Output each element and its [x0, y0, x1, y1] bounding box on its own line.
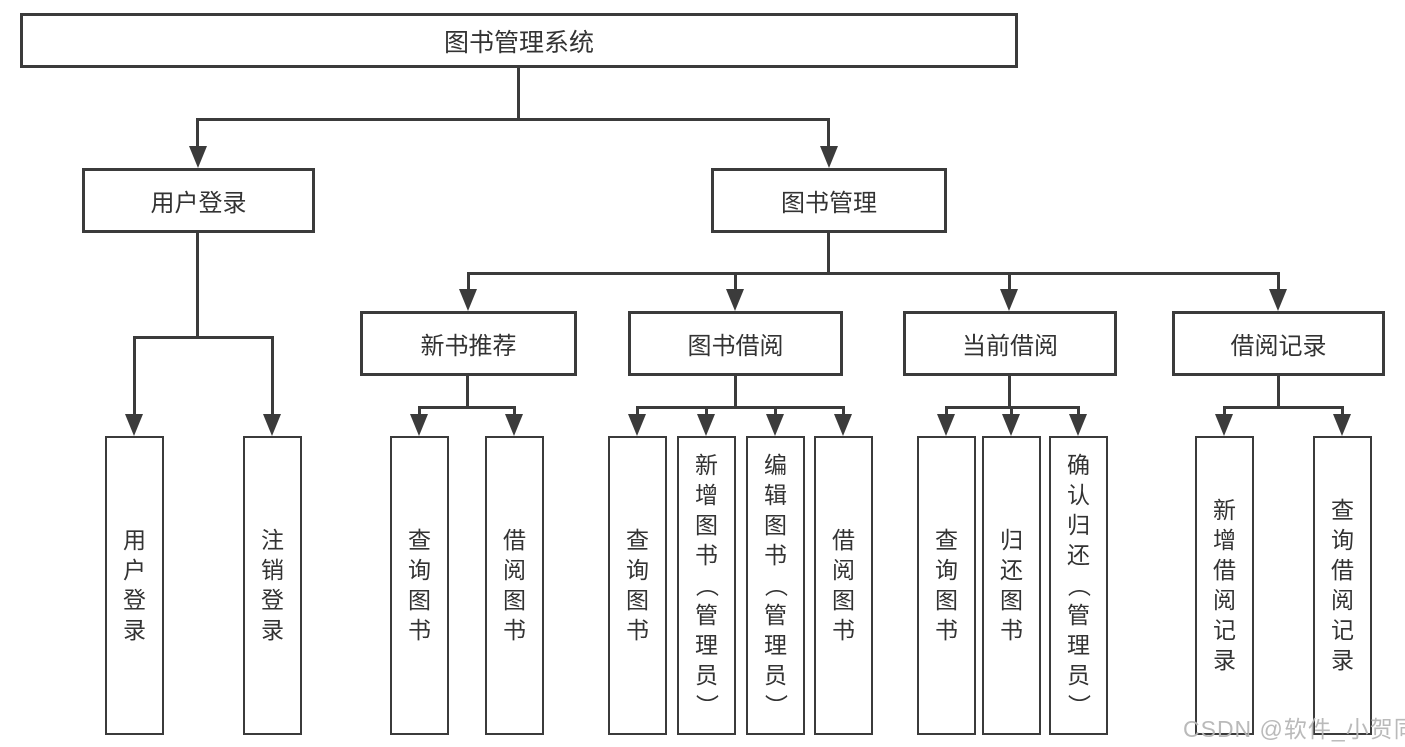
- node-borrowing-records-label: 借阅记录: [1230, 333, 1327, 360]
- node-borrowing-records: 借阅记录: [1172, 311, 1385, 376]
- node-user-login-module: 用户登录: [82, 168, 315, 233]
- connector-current-leaf2-shaft: [1010, 406, 1013, 416]
- arrowhead-recommend-leaf2-icon: [505, 414, 523, 436]
- connector-book-mgmt-bus: [467, 272, 1280, 275]
- leaf-edit-books-admin: 编辑图书（管理员）: [746, 436, 805, 735]
- leaf-logout-label: 注销登录: [261, 527, 284, 643]
- connector-borrowing-leaf3-shaft: [774, 406, 777, 416]
- connector-to-current-shaft: [1008, 272, 1011, 291]
- node-book-borrowing: 图书借阅: [628, 311, 843, 376]
- leaf-user-login-label: 用户登录: [123, 527, 146, 643]
- arrowhead-current-leaf2-icon: [1002, 414, 1020, 436]
- connector-records-leaf2-shaft: [1341, 406, 1344, 416]
- leaf-query-borrow-record: 查询借阅记录: [1313, 436, 1372, 735]
- connector-user-login-bus: [133, 336, 273, 339]
- connector-current-stem: [1008, 376, 1011, 406]
- node-current-borrowing-label: 当前借阅: [962, 333, 1058, 360]
- arrowhead-borrowing-leaf4-icon: [834, 414, 852, 436]
- leaf-confirm-return-admin: 确认归还（管理员）: [1049, 436, 1108, 735]
- leaf-query-books-current-label: 查询图书: [935, 527, 958, 643]
- leaf-add-borrow-record: 新增借阅记录: [1195, 436, 1254, 735]
- leaf-confirm-return-admin-label: 确认归还（管理员）: [1066, 452, 1092, 718]
- arrowhead-to-records-icon: [1269, 289, 1287, 311]
- connector-recommend-leaf2-shaft: [513, 406, 516, 416]
- connector-current-leaf1-shaft: [945, 406, 948, 416]
- leaf-return-books-label: 归还图书: [1000, 527, 1023, 643]
- node-user-login-module-label: 用户登录: [150, 190, 247, 217]
- connector-recommend-stem: [466, 376, 469, 406]
- arrowhead-current-leaf3-icon: [1069, 414, 1087, 436]
- connector-borrowing-leaf1-shaft: [636, 406, 639, 416]
- node-root-label: 图书管理系统: [443, 28, 594, 57]
- leaf-query-books-borrowing-label: 查询图书: [626, 527, 649, 643]
- arrowhead-to-user-login-icon: [189, 146, 207, 168]
- connector-to-borrowing-shaft: [734, 272, 737, 291]
- node-book-management-module: 图书管理: [711, 168, 947, 233]
- connector-recommend-leaf1-shaft: [418, 406, 421, 416]
- arrowhead-records-leaf1-icon: [1215, 414, 1233, 436]
- arrowhead-to-book-mgmt-icon: [820, 146, 838, 168]
- node-book-borrowing-label: 图书借阅: [687, 333, 784, 360]
- connector-recommend-bus: [418, 406, 515, 409]
- connector-records-stem: [1277, 376, 1280, 406]
- leaf-return-books: 归还图书: [982, 436, 1041, 735]
- connector-to-user-login-shaft: [196, 118, 199, 148]
- leaf-borrow-books-recommend-label: 借阅图书: [503, 527, 526, 643]
- arrowhead-records-leaf2-icon: [1333, 414, 1351, 436]
- node-book-management-module-label: 图书管理: [781, 190, 877, 217]
- connector-to-leaf-logout-shaft: [271, 336, 274, 416]
- connector-borrowing-bus: [636, 406, 844, 409]
- connector-to-leaf-user-login-shaft: [133, 336, 136, 416]
- arrowhead-to-recommend-icon: [459, 289, 477, 311]
- arrowhead-current-leaf1-icon: [937, 414, 955, 436]
- arrowhead-borrowing-leaf3-icon: [766, 414, 784, 436]
- connector-root-stem: [517, 68, 520, 118]
- arrowhead-recommend-leaf1-icon: [410, 414, 428, 436]
- arrowhead-to-borrowing-icon: [726, 289, 744, 311]
- leaf-query-books-recommend-label: 查询图书: [408, 527, 431, 643]
- arrowhead-to-current-icon: [1000, 289, 1018, 311]
- connector-borrowing-leaf4-shaft: [842, 406, 845, 416]
- connector-records-bus: [1223, 406, 1343, 409]
- leaf-user-login: 用户登录: [105, 436, 164, 735]
- csdn-watermark: CSDN @软件_小贺同学: [1183, 716, 1405, 742]
- connector-current-leaf3-shaft: [1077, 406, 1080, 416]
- connector-to-records-shaft: [1277, 272, 1280, 291]
- leaf-edit-books-admin-label: 编辑图书（管理员）: [763, 452, 789, 718]
- leaf-borrow-books-recommend: 借阅图书: [485, 436, 544, 735]
- node-current-borrowing: 当前借阅: [903, 311, 1117, 376]
- arrowhead-to-leaf-logout-icon: [263, 414, 281, 436]
- leaf-add-books-admin: 新增图书（管理员）: [677, 436, 736, 735]
- connector-root-bus: [197, 118, 829, 121]
- arrowhead-to-leaf-user-login-icon: [125, 414, 143, 436]
- leaf-borrow-books-borrowing: 借阅图书: [814, 436, 873, 735]
- leaf-query-books-borrowing: 查询图书: [608, 436, 667, 735]
- leaf-add-borrow-record-label: 新增借阅记录: [1213, 497, 1236, 673]
- connector-borrowing-leaf2-shaft: [705, 406, 708, 416]
- node-new-book-recommend: 新书推荐: [360, 311, 577, 376]
- arrowhead-borrowing-leaf1-icon: [628, 414, 646, 436]
- node-root: 图书管理系统: [20, 13, 1018, 68]
- leaf-add-books-admin-label: 新增图书（管理员）: [694, 452, 720, 718]
- connector-book-mgmt-stem: [827, 233, 830, 272]
- leaf-query-borrow-record-label: 查询借阅记录: [1331, 497, 1354, 673]
- leaf-query-books-current: 查询图书: [917, 436, 976, 735]
- leaf-logout: 注销登录: [243, 436, 302, 735]
- connector-to-book-mgmt-shaft: [827, 118, 830, 148]
- leaf-query-books-recommend: 查询图书: [390, 436, 449, 735]
- connector-records-leaf1-shaft: [1223, 406, 1226, 416]
- node-new-book-recommend-label: 新书推荐: [420, 333, 517, 360]
- connector-borrowing-stem: [734, 376, 737, 406]
- connector-to-recommend-shaft: [467, 272, 470, 291]
- connector-user-login-stem: [196, 233, 199, 336]
- leaf-borrow-books-borrowing-label: 借阅图书: [832, 527, 855, 643]
- arrowhead-borrowing-leaf2-icon: [697, 414, 715, 436]
